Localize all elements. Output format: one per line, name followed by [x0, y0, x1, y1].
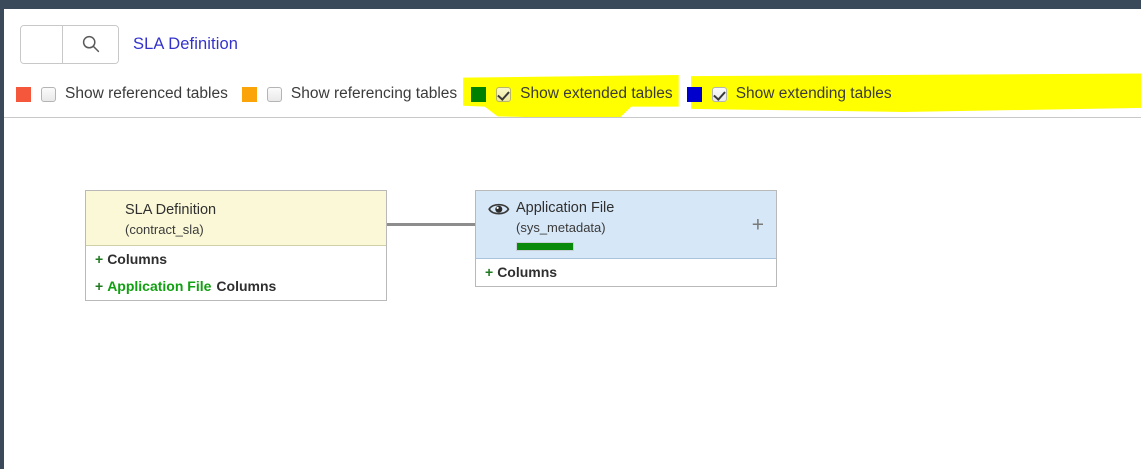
page-title[interactable]: SLA Definition: [133, 34, 239, 53]
node-header-application-file[interactable]: Application File (sys_metadata) +: [476, 191, 776, 259]
window-left-rail: [0, 9, 4, 469]
search-button[interactable]: [63, 25, 118, 63]
checkbox-show-referencing-tables[interactable]: [266, 86, 282, 102]
checkbox-show-referenced-tables[interactable]: [41, 86, 56, 102]
node-subtitle-sla-definition: (contract_sla): [125, 221, 204, 237]
legend-swatch-referencing: [241, 86, 257, 102]
search-icon: [81, 34, 101, 54]
legend-item-show-referenced-tables[interactable]: Show referenced tables: [16, 82, 228, 106]
legend-label-extended: Show extended tables: [520, 85, 673, 103]
node-sla-definition[interactable]: SLA Definition (contract_sla) +Columns +…: [85, 190, 387, 301]
legend-label-referencing: Show referencing tables: [290, 85, 458, 103]
node-row-label-columns: Columns: [216, 277, 277, 294]
search-row: SLA Definition: [20, 24, 238, 64]
legend-item-show-extending-tables[interactable]: Show extending tables: [686, 82, 892, 106]
legend-item-show-extended-tables[interactable]: Show extended tables: [471, 82, 673, 106]
legend-swatch-extending: [686, 86, 702, 102]
node-title-application-file: Application File: [516, 200, 615, 216]
node-row-columns[interactable]: +Columns: [476, 259, 776, 286]
legend-item-show-referencing-tables[interactable]: Show referencing tables: [241, 82, 458, 106]
diagram-canvas[interactable]: SLA Definition (contract_sla) +Columns +…: [4, 118, 1141, 469]
legend-label-extending: Show extending tables: [735, 85, 892, 103]
node-header-content: Application File (sys_metadata): [488, 199, 764, 237]
eye-icon[interactable]: [488, 201, 510, 217]
legend-swatch-extended: [471, 86, 487, 102]
node-expand-button[interactable]: +: [751, 213, 764, 236]
node-row-accent-application-file: Application File: [107, 277, 212, 294]
checkbox-show-extended-tables[interactable]: [496, 86, 512, 102]
node-subtitle-application-file: (sys_metadata): [516, 219, 606, 235]
connector-line: [387, 223, 479, 226]
node-row-label-columns: Columns: [107, 251, 168, 267]
node-header-sla-definition[interactable]: SLA Definition (contract_sla): [86, 191, 386, 246]
node-title-sla-definition: SLA Definition: [125, 202, 217, 218]
expand-plus-icon[interactable]: +: [95, 277, 104, 294]
legend-swatch-referenced: [16, 86, 31, 102]
window-top-bar: [0, 0, 1141, 9]
node-row-columns[interactable]: +Columns: [86, 246, 386, 273]
node-application-file[interactable]: Application File (sys_metadata) + +Colum…: [475, 190, 777, 287]
search-input[interactable]: [21, 25, 63, 63]
header-divider: [4, 117, 1141, 118]
expand-plus-icon[interactable]: +: [485, 264, 494, 280]
checkbox-show-extending-tables[interactable]: [711, 86, 727, 102]
expand-plus-icon[interactable]: +: [95, 251, 104, 267]
search-box[interactable]: [20, 24, 119, 64]
node-row-label-columns: Columns: [497, 264, 558, 280]
node-status-bar: [516, 242, 574, 252]
node-body-application-file: +Columns: [476, 259, 776, 286]
legend-row: Show referenced tables Show referencing …: [16, 82, 892, 106]
legend-label-referenced: Show referenced tables: [65, 85, 228, 103]
